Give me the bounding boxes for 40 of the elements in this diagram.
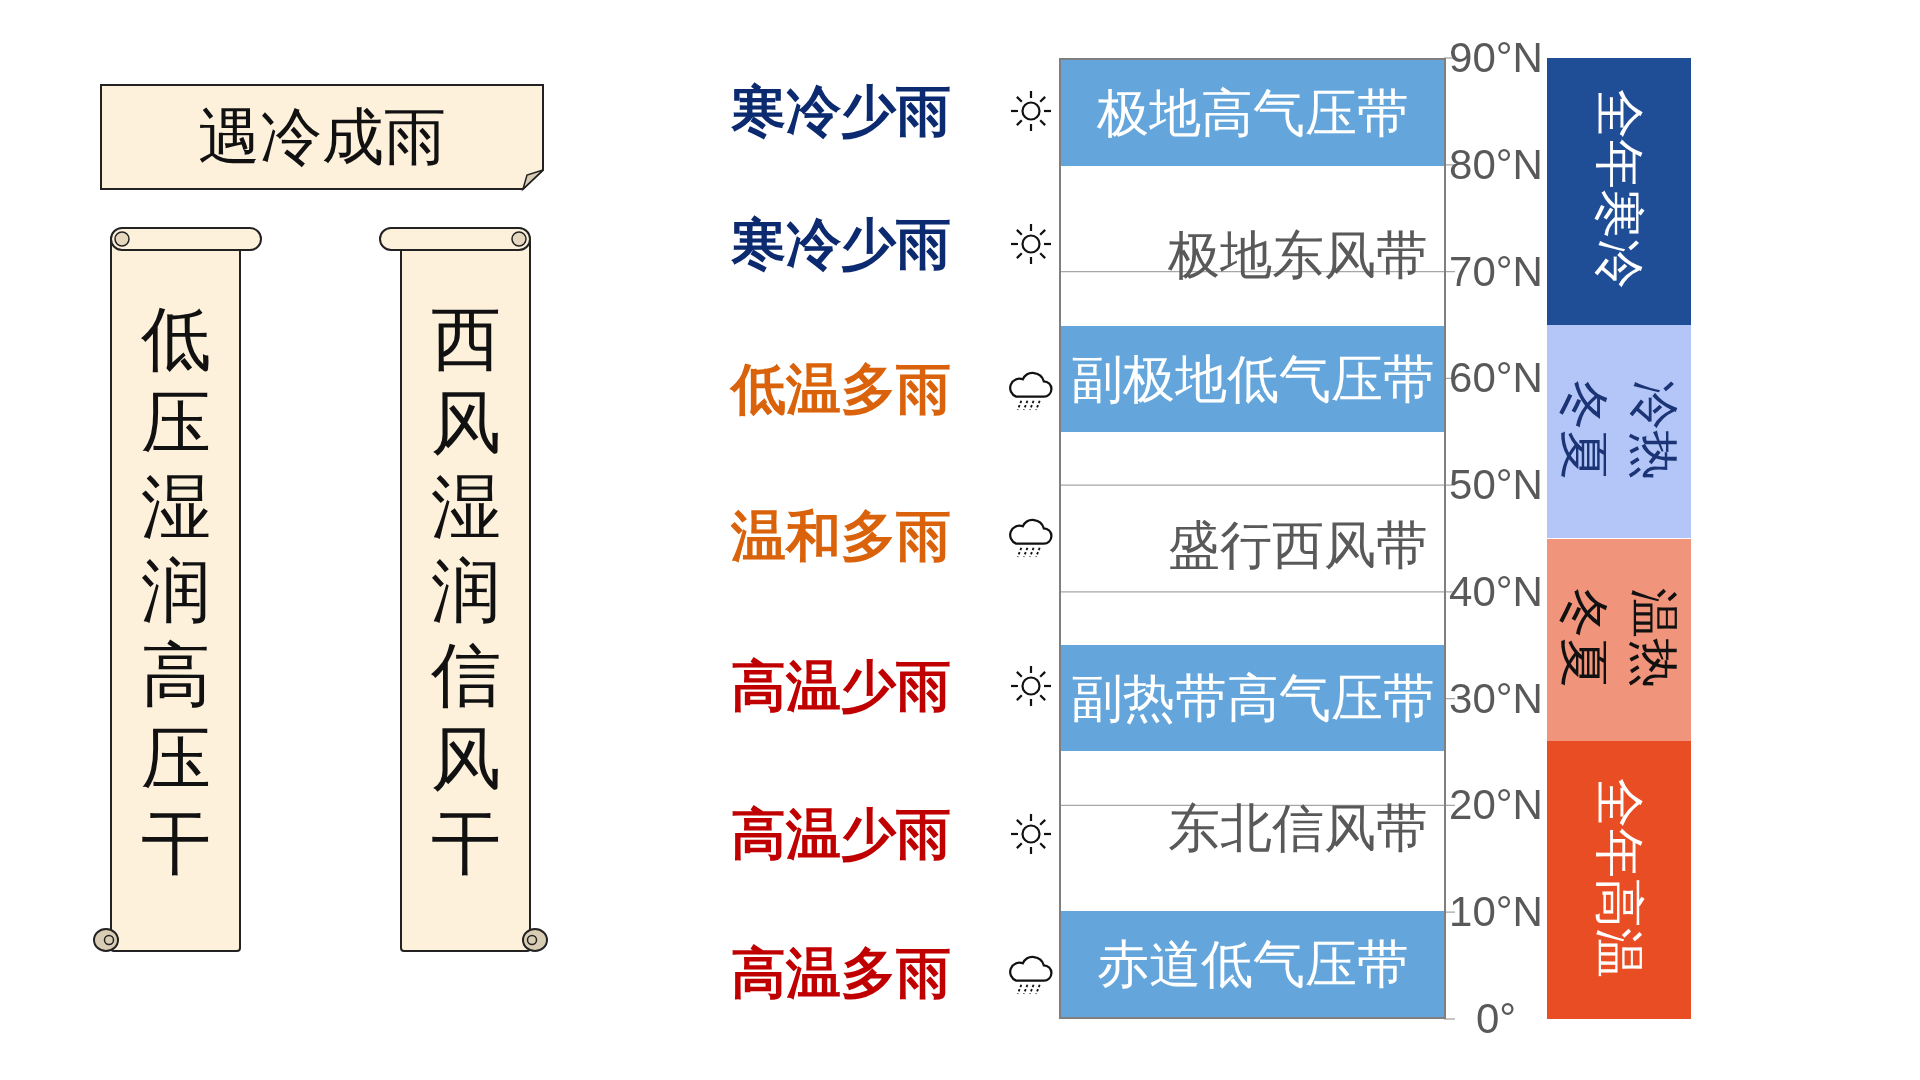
- pressure-belt-band: [1061, 644, 1444, 752]
- latitude-label: 20°N: [1449, 784, 1543, 827]
- climate-zone-band: [1547, 324, 1691, 539]
- scroll-text: 低压湿润高压干: [139, 297, 212, 885]
- climate-label: 寒冷少雨: [731, 216, 951, 272]
- zone-label: 全年高温: [1589, 778, 1649, 981]
- scroll-text: 西风湿润信风干: [429, 297, 502, 885]
- zone-label: 温热冬夏: [1554, 587, 1684, 690]
- latitude-label: 90°N: [1449, 37, 1543, 79]
- latitude-label: 40°N: [1449, 570, 1543, 613]
- latitude-label: 10°N: [1449, 891, 1543, 934]
- climate-label: 寒冷少雨: [731, 83, 951, 139]
- climate-zone-band: [1547, 741, 1691, 1019]
- latitude-label: 0°: [1475, 998, 1517, 1040]
- pressure-belt-band: [1061, 60, 1444, 167]
- climate-zone-band: [1547, 58, 1691, 325]
- banner-text: 遇冷成雨: [198, 106, 446, 168]
- climate-label: 低温多雨: [731, 361, 951, 417]
- climate-label: 温和多雨: [731, 508, 951, 564]
- belt-label: 盛行西风带: [1168, 518, 1428, 571]
- climate-label: 高温多雨: [731, 945, 951, 1001]
- latitude-label: 80°N: [1449, 143, 1543, 186]
- belt-label: 东北信风带: [1168, 801, 1428, 854]
- belt-label: 极地东风带: [1168, 228, 1428, 281]
- belt-column: [1059, 58, 1446, 1019]
- latitude-label: 50°N: [1449, 464, 1543, 507]
- climate-label: 高温少雨: [731, 658, 951, 714]
- pressure-belt-band: [1061, 910, 1444, 1017]
- latitude-label: 30°N: [1449, 677, 1543, 720]
- belt-label: 极地高气压带: [1096, 87, 1409, 140]
- climate-label: 高温少雨: [731, 806, 951, 862]
- zone-label: 冷热冬夏: [1554, 379, 1684, 482]
- belt-label: 赤道低气压带: [1096, 937, 1409, 990]
- zone-label: 全年寒冷: [1589, 89, 1649, 292]
- latitude-label: 70°N: [1449, 250, 1543, 293]
- pressure-belt-band: [1061, 325, 1444, 433]
- belt-label: 副极地低气压带: [1070, 353, 1435, 405]
- latitude-label: 60°N: [1449, 357, 1543, 400]
- belt-label: 副热带高气压带: [1070, 672, 1435, 724]
- climate-zone-band: [1547, 538, 1691, 742]
